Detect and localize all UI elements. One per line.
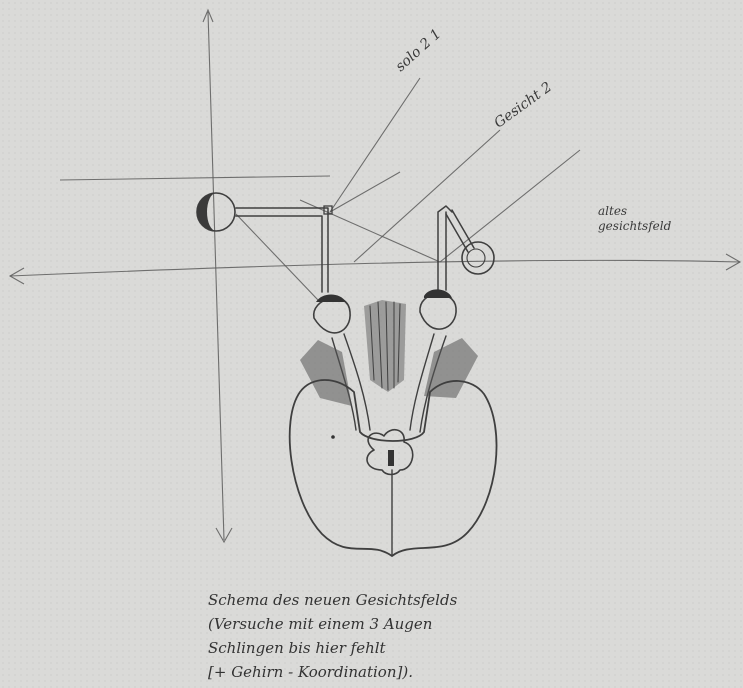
brain-outline [290,380,497,556]
crossing-ray-c [330,172,400,212]
left-external-eye [197,193,235,231]
side-note-line-1: altes [598,204,728,219]
caption-line-4: [+ Gehirn - Koordination]). [208,660,608,684]
caption-line-2: (Versuche mit einem 3 Augen [208,612,608,636]
guide-line [60,176,330,180]
caption-line-3: Schlingen bis hier fehlt [208,636,608,660]
side-note-line-2: gesichtsfeld [598,219,728,234]
vertical-axis [208,12,224,540]
right-external-eye [462,242,494,274]
old-visual-field-note: altes gesichtsfeld [598,204,728,234]
crossing-ray-a [300,200,440,262]
left-connector [236,208,328,292]
ray-3-line [440,150,580,262]
handwritten-caption: Schema des neuen Gesichtsfelds (Versuche… [208,588,608,684]
right-eyeball [420,289,456,329]
left-hatched-muscle [300,340,352,406]
left-eyeball [314,295,350,333]
central-hatched-structure [364,300,406,392]
horizontal-axis [10,260,740,276]
caption-line-1: Schema des neuen Gesichtsfelds [208,588,608,612]
ray-1-line [330,78,420,212]
crossing-ray-b [236,214,318,300]
right-connector [438,206,452,290]
